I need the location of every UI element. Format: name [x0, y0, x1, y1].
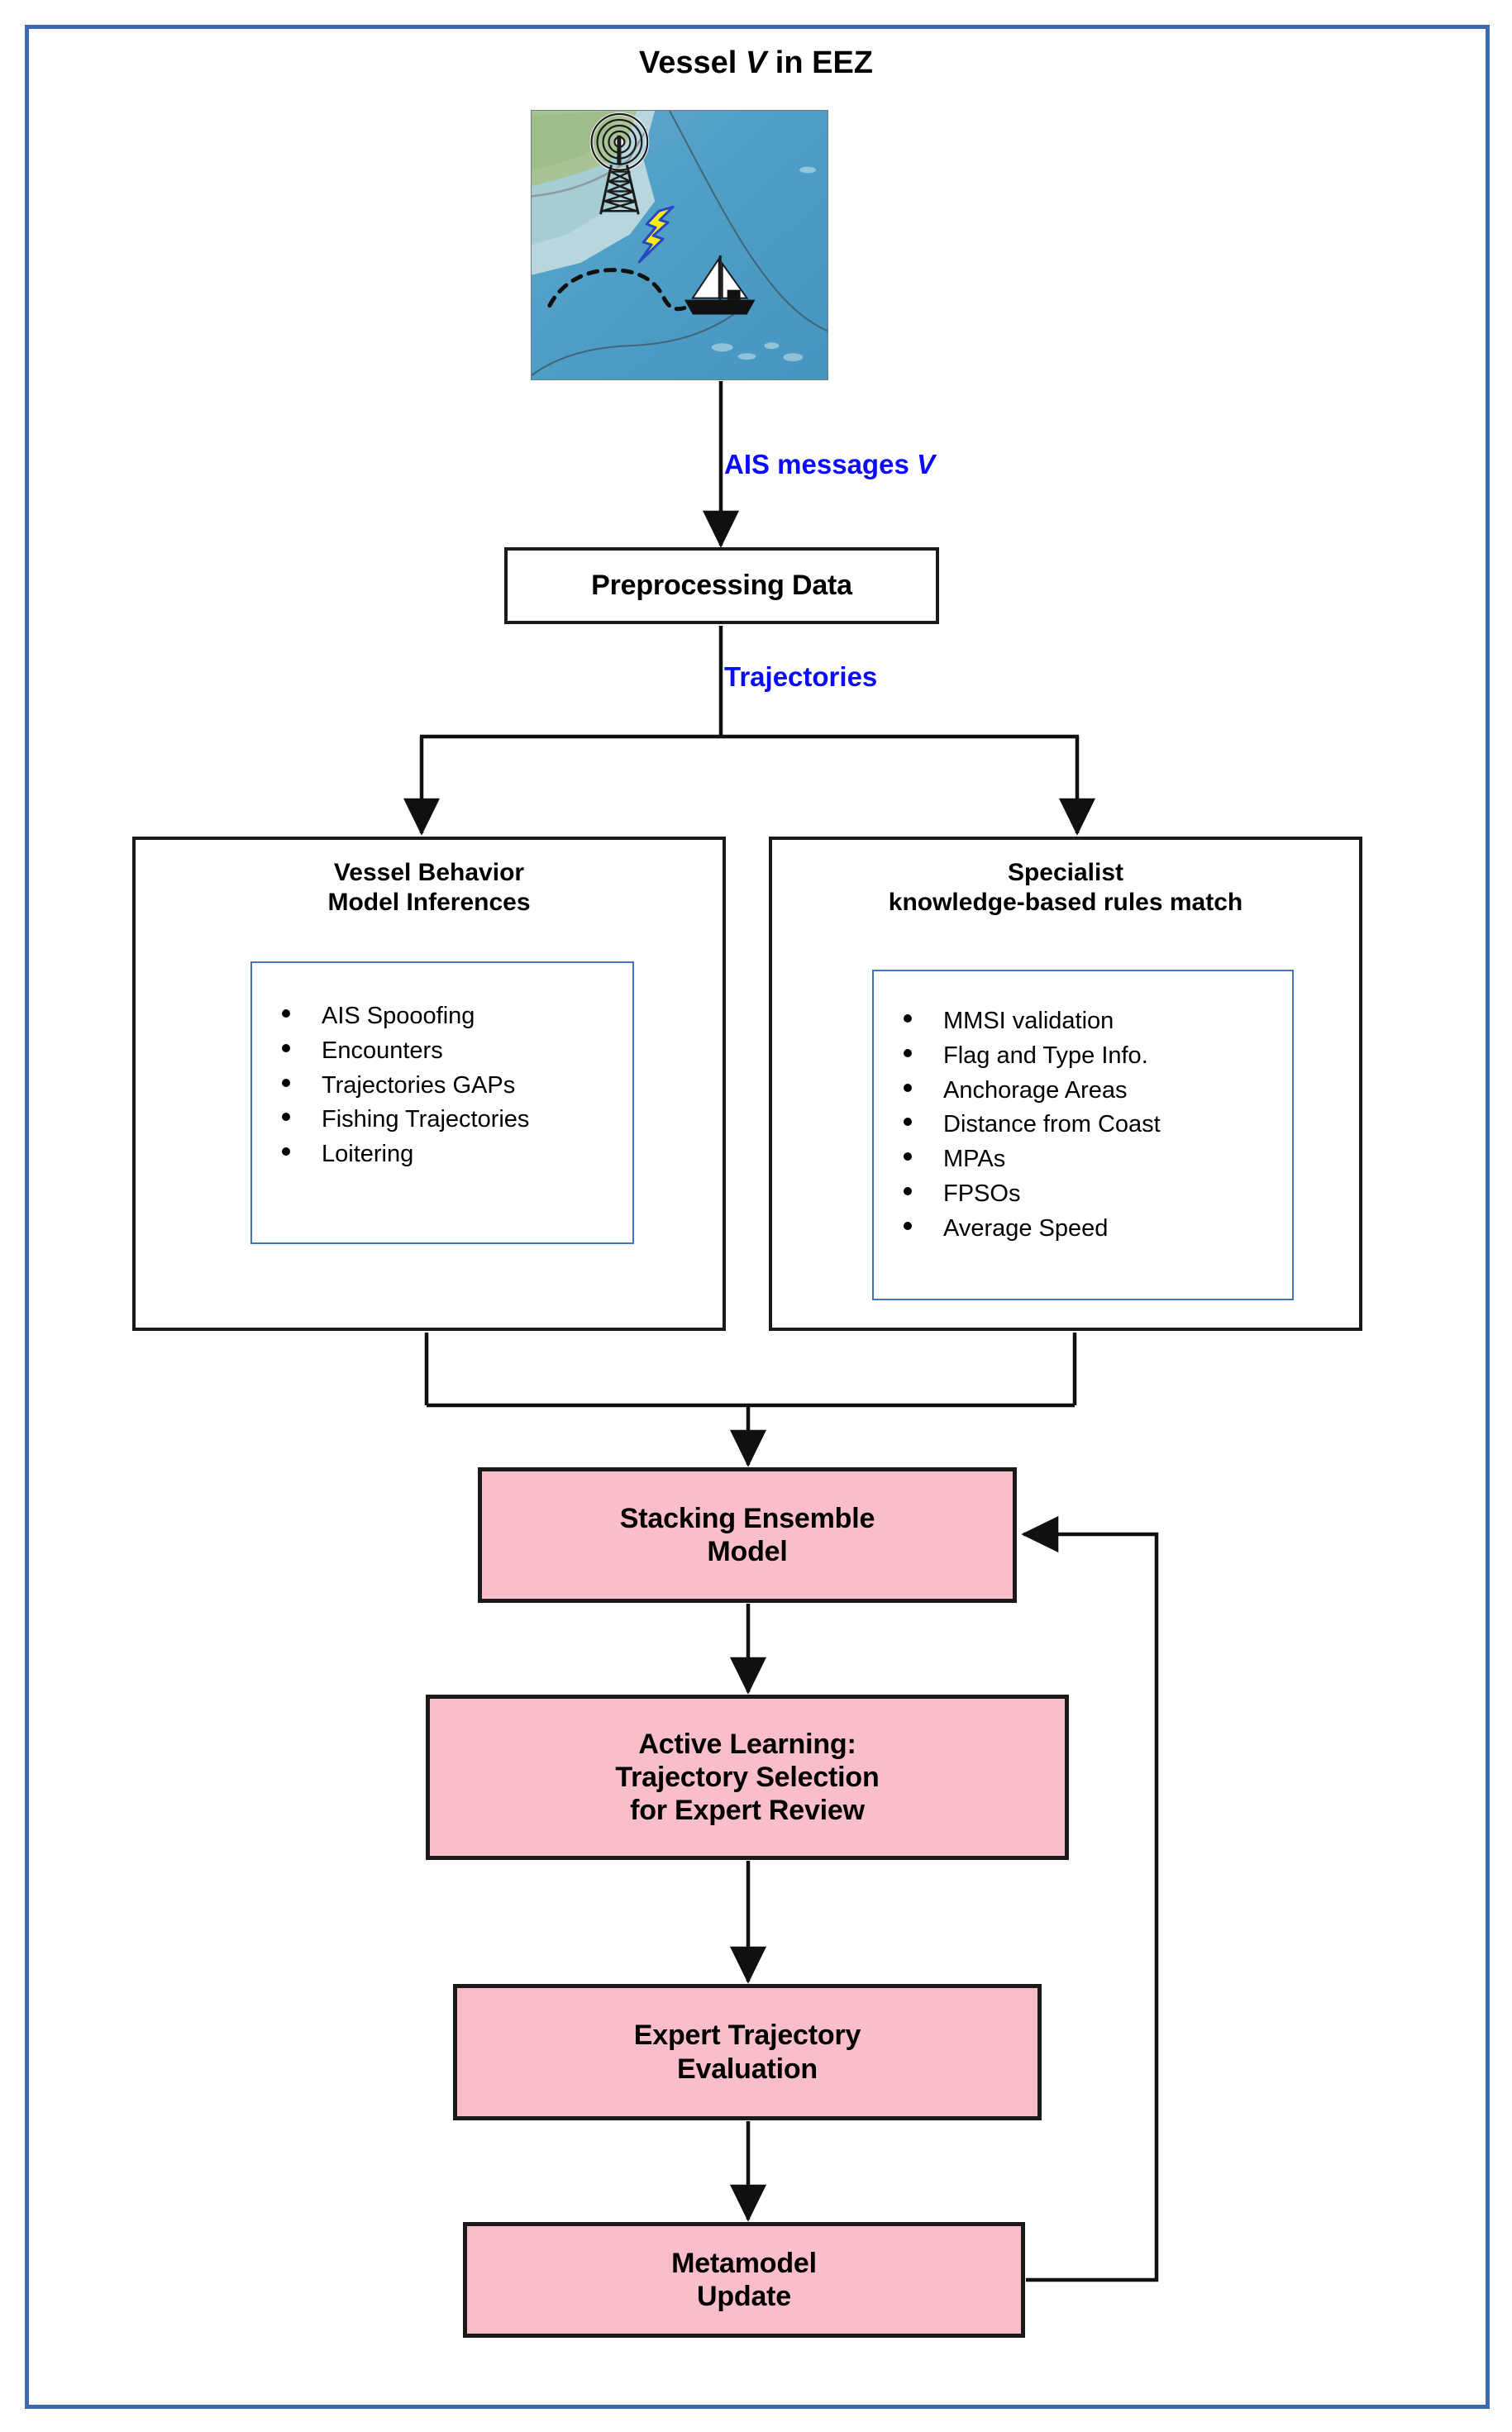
node-metamodel-update[interactable]: Metamodel Update: [463, 2222, 1025, 2338]
node-stacking-line1: Stacking Ensemble: [619, 1502, 875, 1534]
edge-label-ais-vessel-symbol: V: [916, 449, 935, 479]
list-item[interactable]: Anchorage Areas: [904, 1074, 1287, 1109]
map-illustration: [532, 111, 828, 379]
list-item-label: AIS Spooofing: [322, 1003, 475, 1029]
node-preprocessing-data-label: Preprocessing Data: [591, 570, 852, 602]
node-metamodel-update-label: Metamodel Update: [671, 2247, 817, 2313]
node-expert-line2: Evaluation: [677, 2053, 818, 2085]
bullet-dot-icon: [904, 1014, 912, 1023]
bullet-dot-icon: [904, 1152, 912, 1161]
bullet-dot-icon: [904, 1221, 912, 1230]
node-expert-trajectory-evaluation-label: Expert Trajectory Evaluation: [634, 2019, 861, 2085]
list-item[interactable]: Flag and Type Info.: [904, 1039, 1287, 1074]
bullet-dot-icon: [904, 1118, 912, 1127]
node-active-learning[interactable]: Active Learning: Trajectory Selection fo…: [426, 1695, 1069, 1860]
list-item-label: Flag and Type Info.: [943, 1042, 1148, 1069]
list-item[interactable]: MPAs: [904, 1142, 1287, 1177]
edge-label-ais-text: AIS messages: [724, 449, 917, 479]
lightning-bolt-icon: [637, 205, 675, 264]
bullet-dot-icon: [282, 1043, 290, 1052]
list-item[interactable]: Loitering: [282, 1137, 627, 1172]
figure-frame: [25, 25, 1490, 2409]
list-item-label: Average Speed: [943, 1214, 1109, 1242]
edge-label-trajectories: Trajectories: [724, 661, 878, 692]
node-vessel-behavior-title-line1: Vessel Behavior: [333, 859, 525, 886]
bullet-dot-icon: [282, 1078, 290, 1087]
node-active-learning-label: Active Learning: Trajectory Selection fo…: [615, 1728, 879, 1827]
page-title-vessel-symbol: V: [745, 45, 767, 80]
node-metamodel-line1: Metamodel: [671, 2247, 817, 2279]
page-title-suffix: in EEZ: [766, 45, 874, 80]
specialist-rules-item-list: MMSI validation Flag and Type Info. Anch…: [904, 1004, 1287, 1246]
node-active-learning-line2: Trajectory Selection: [615, 1761, 880, 1793]
list-item[interactable]: Distance from Coast: [904, 1108, 1287, 1142]
node-expert-line1: Expert Trajectory: [633, 2020, 861, 2052]
page-title-prefix: Vessel: [638, 45, 746, 80]
bullet-dot-icon: [904, 1048, 912, 1057]
list-item[interactable]: Encounters: [282, 1034, 627, 1069]
list-item[interactable]: FPSOs: [904, 1177, 1287, 1212]
list-item-label: FPSOs: [943, 1180, 1021, 1207]
node-preprocessing-data[interactable]: Preprocessing Data: [504, 547, 939, 624]
specialist-rules-items-panel: MMSI validation Flag and Type Info. Anch…: [872, 970, 1294, 1300]
vessel-behavior-item-list: AIS Spooofing Encounters Trajectories GA…: [282, 999, 627, 1172]
bullet-dot-icon: [904, 1186, 912, 1195]
sailing-vessel-icon: [684, 255, 756, 315]
vessel-behavior-items-panel: AIS Spooofing Encounters Trajectories GA…: [250, 961, 634, 1244]
list-item[interactable]: Trajectories GAPs: [282, 1069, 627, 1104]
list-item-label: MPAs: [943, 1146, 1006, 1172]
node-specialist-title: Specialist knowledge-based rules match: [772, 858, 1359, 918]
bullet-dot-icon: [904, 1083, 912, 1092]
bullet-dot-icon: [282, 1009, 290, 1018]
page-title: Vessel V in EEZ: [0, 45, 1512, 81]
radio-tower-icon: [589, 112, 650, 215]
node-expert-trajectory-evaluation[interactable]: Expert Trajectory Evaluation: [453, 1984, 1042, 2120]
bullet-dot-icon: [282, 1113, 290, 1122]
list-item-label: Encounters: [322, 1037, 443, 1064]
node-vessel-behavior-title: Vessel Behavior Model Inferences: [136, 858, 723, 918]
list-item-label: MMSI validation: [943, 1008, 1114, 1034]
list-item-label: Anchorage Areas: [943, 1076, 1128, 1104]
node-active-learning-line3: for Expert Review: [630, 1795, 865, 1827]
eez-boundary-line: [669, 111, 828, 332]
node-vessel-behavior-title-line2: Model Inferences: [327, 889, 531, 916]
dashed-track-icon: [547, 268, 687, 312]
list-item-label: Trajectories GAPs: [322, 1071, 516, 1099]
node-stacking-line2: Model: [707, 1536, 788, 1567]
list-item-label: Distance from Coast: [943, 1111, 1161, 1138]
list-item[interactable]: Average Speed: [904, 1212, 1287, 1247]
node-active-learning-line1: Active Learning:: [638, 1728, 856, 1760]
node-specialist-title-line1: Specialist: [1007, 859, 1124, 886]
bathymetry-line: [532, 303, 748, 376]
list-item-label: Loitering: [322, 1141, 414, 1167]
shoal-marks: [711, 166, 817, 362]
bullet-dot-icon: [282, 1147, 290, 1156]
vessel-eez-map-image: [531, 110, 828, 380]
node-specialist-title-line2: knowledge-based rules match: [888, 889, 1243, 916]
node-stacking-ensemble-model-label: Stacking Ensemble Model: [620, 1502, 875, 1568]
list-item[interactable]: Fishing Trajectories: [282, 1103, 627, 1137]
list-item-label: Fishing Trajectories: [322, 1106, 530, 1133]
node-stacking-ensemble-model[interactable]: Stacking Ensemble Model: [478, 1467, 1017, 1603]
edge-label-ais-messages: AIS messages V: [724, 449, 935, 480]
node-metamodel-line2: Update: [696, 2281, 792, 2312]
list-item[interactable]: AIS Spooofing: [282, 999, 627, 1034]
list-item[interactable]: MMSI validation: [904, 1004, 1287, 1039]
